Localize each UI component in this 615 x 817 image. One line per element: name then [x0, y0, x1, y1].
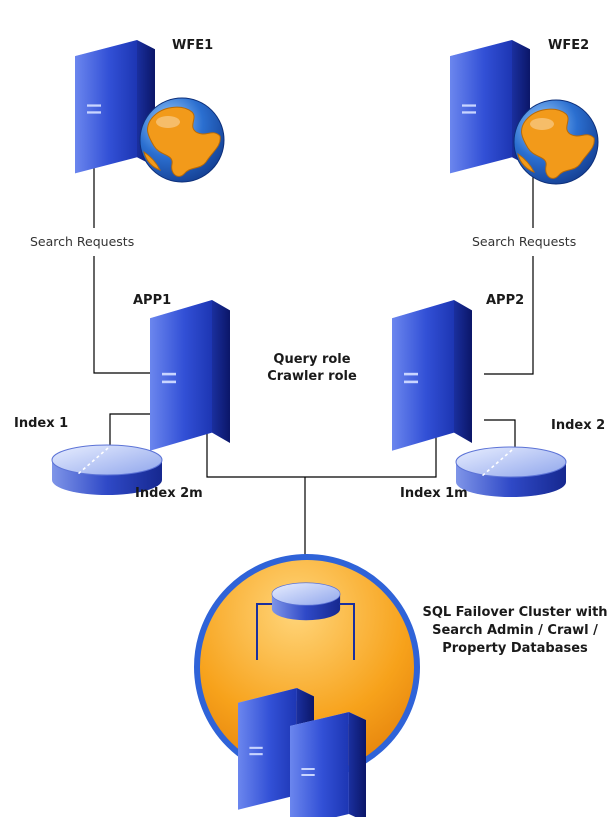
index2-disk [455, 446, 567, 498]
roles-line-1: Query role [273, 352, 351, 367]
sql-cluster-line-3: Property Databases [442, 641, 588, 656]
server-icon [150, 300, 230, 451]
edge-search-app1 [93, 256, 152, 374]
sql-cluster-line-2: Search Admin / Crawl / [432, 623, 598, 638]
sql-cluster-label: SQL Failover Cluster with Search Admin /… [420, 604, 610, 658]
wfe1-globe [139, 97, 225, 183]
globe-icon [139, 97, 225, 183]
index1-disk [51, 444, 163, 496]
database-disk-icon [455, 446, 567, 498]
sql-cluster-line-1: SQL Failover Cluster with [422, 605, 608, 620]
edge-apps-bus [206, 420, 437, 478]
app2-label: APP2 [486, 293, 525, 308]
edge-search-app2 [484, 256, 534, 375]
wfe2-globe [513, 99, 599, 185]
server-icon [290, 712, 366, 817]
globe-icon [513, 99, 599, 185]
database-disk-icon [271, 582, 341, 621]
app1-label: APP1 [133, 293, 172, 308]
search-requests-left-label: Search Requests [30, 234, 135, 249]
wfe2-label: WFE2 [548, 38, 590, 53]
index1m-label: Index 1m [400, 486, 468, 501]
index2m-label: Index 2m [135, 486, 203, 501]
app2-server [392, 300, 472, 451]
index1-label: Index 1 [14, 416, 69, 431]
edge-app2-index2 [484, 419, 516, 447]
edge-app1-index1 [109, 413, 152, 445]
roles-label: Query role Crawler role [262, 352, 362, 384]
index2-label: Index 2 [551, 418, 606, 433]
server-icon [392, 300, 472, 451]
wfe1-label: WFE1 [172, 38, 214, 53]
sql-cluster [194, 554, 420, 817]
app1-server [150, 300, 230, 451]
roles-line-2: Crawler role [267, 369, 357, 384]
search-requests-right-label: Search Requests [472, 234, 577, 249]
